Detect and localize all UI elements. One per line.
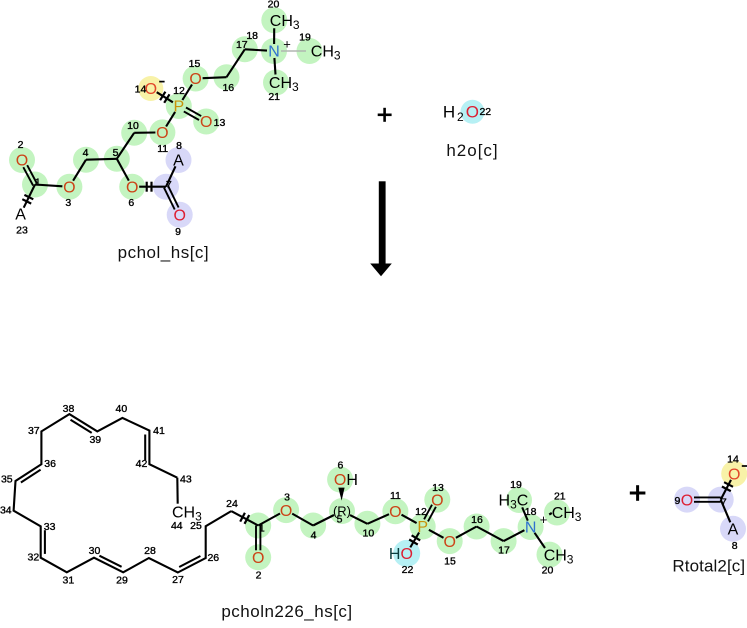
svg-text:O: O: [252, 550, 264, 567]
svg-text:20: 20: [268, 0, 280, 10]
svg-text:16: 16: [222, 82, 234, 94]
svg-text:15: 15: [189, 58, 201, 70]
svg-text:36: 36: [44, 458, 56, 470]
svg-text:O: O: [400, 546, 412, 563]
svg-text:2: 2: [18, 139, 24, 151]
svg-text:P: P: [173, 99, 184, 116]
svg-text:17: 17: [498, 544, 510, 556]
svg-text:42: 42: [136, 458, 148, 470]
svg-text:44: 44: [171, 520, 183, 532]
svg-text:pchol_hs[c]: pchol_hs[c]: [118, 243, 210, 262]
svg-text:21: 21: [554, 490, 566, 502]
svg-text:14: 14: [727, 453, 739, 465]
svg-text:31: 31: [63, 574, 75, 586]
svg-text:25: 25: [190, 520, 202, 532]
svg-text:3: 3: [65, 197, 71, 209]
svg-text:O: O: [173, 208, 185, 225]
svg-text:Rtotal2[c]: Rtotal2[c]: [672, 557, 745, 576]
svg-text:O: O: [681, 492, 693, 509]
svg-text:18: 18: [525, 506, 537, 518]
svg-text:10: 10: [363, 527, 375, 539]
svg-text:O: O: [280, 503, 292, 520]
svg-text:27: 27: [172, 574, 184, 586]
svg-text:24: 24: [226, 498, 238, 510]
svg-text:2: 2: [256, 569, 262, 581]
svg-text:33: 33: [44, 521, 56, 533]
svg-text:O: O: [63, 179, 75, 196]
svg-text:A: A: [173, 153, 184, 170]
svg-text:H: H: [443, 103, 455, 122]
svg-text:+: +: [540, 512, 548, 527]
svg-text:N: N: [525, 520, 537, 537]
svg-text:O: O: [389, 504, 401, 521]
svg-text:H: H: [389, 546, 401, 563]
svg-text:+: +: [283, 37, 291, 52]
svg-text:12: 12: [173, 85, 185, 97]
svg-text:43: 43: [180, 474, 192, 486]
svg-text:18: 18: [246, 30, 258, 42]
svg-text:O: O: [334, 472, 346, 489]
svg-text:4: 4: [83, 147, 89, 159]
svg-text:26: 26: [207, 552, 219, 564]
svg-text:A: A: [728, 522, 739, 539]
svg-text:O: O: [16, 153, 28, 170]
svg-text:40: 40: [116, 403, 128, 415]
svg-text:8: 8: [732, 540, 738, 552]
svg-text:22: 22: [479, 106, 491, 118]
svg-text:O: O: [189, 71, 201, 88]
svg-text:5: 5: [337, 513, 343, 525]
svg-text:O: O: [156, 125, 168, 142]
svg-text:13: 13: [214, 117, 226, 129]
svg-text:20: 20: [542, 565, 554, 577]
svg-text:21: 21: [268, 91, 280, 103]
svg-text:37: 37: [28, 425, 40, 437]
svg-text:29: 29: [116, 574, 128, 586]
svg-text:34: 34: [0, 505, 12, 517]
svg-text:9: 9: [175, 226, 181, 238]
svg-text:O: O: [443, 534, 455, 551]
svg-text:22: 22: [402, 564, 414, 576]
svg-text:12: 12: [415, 506, 427, 518]
svg-text:O: O: [466, 103, 479, 122]
svg-text:8: 8: [176, 140, 182, 152]
svg-text:38: 38: [63, 403, 75, 415]
svg-text:9: 9: [674, 495, 680, 507]
svg-text:19: 19: [510, 479, 522, 491]
svg-text:6: 6: [128, 197, 134, 209]
svg-text:P: P: [417, 519, 428, 536]
svg-text:23: 23: [16, 224, 28, 236]
svg-text:h2o[c]: h2o[c]: [446, 141, 498, 160]
svg-text:11: 11: [390, 490, 401, 502]
svg-text:10: 10: [127, 120, 139, 132]
svg-text:15: 15: [444, 556, 456, 568]
svg-text:35: 35: [1, 474, 13, 486]
svg-text:13: 13: [432, 482, 444, 494]
svg-text:39: 39: [89, 434, 101, 446]
svg-text:N: N: [268, 44, 280, 61]
svg-text:O: O: [728, 466, 740, 483]
svg-text:30: 30: [89, 545, 101, 557]
svg-text:4: 4: [311, 529, 317, 541]
svg-text:19: 19: [299, 31, 311, 43]
svg-text:3: 3: [284, 491, 290, 503]
svg-text:A: A: [15, 207, 26, 224]
svg-text:5: 5: [113, 147, 119, 159]
svg-text:32: 32: [28, 551, 40, 563]
svg-text:O: O: [145, 81, 157, 98]
svg-text:14: 14: [135, 83, 147, 95]
svg-text:2: 2: [457, 110, 464, 124]
svg-text:28: 28: [144, 545, 156, 557]
svg-text:O: O: [431, 492, 443, 509]
svg-text:O: O: [200, 114, 212, 131]
svg-text:6: 6: [337, 459, 343, 471]
svg-text:16: 16: [471, 514, 483, 526]
svg-text:11: 11: [157, 143, 168, 155]
svg-text:41: 41: [153, 425, 165, 437]
svg-text:O: O: [126, 179, 138, 196]
svg-text:H: H: [346, 472, 358, 489]
svg-text:pcholn226_hs[c]: pcholn226_hs[c]: [221, 602, 352, 621]
